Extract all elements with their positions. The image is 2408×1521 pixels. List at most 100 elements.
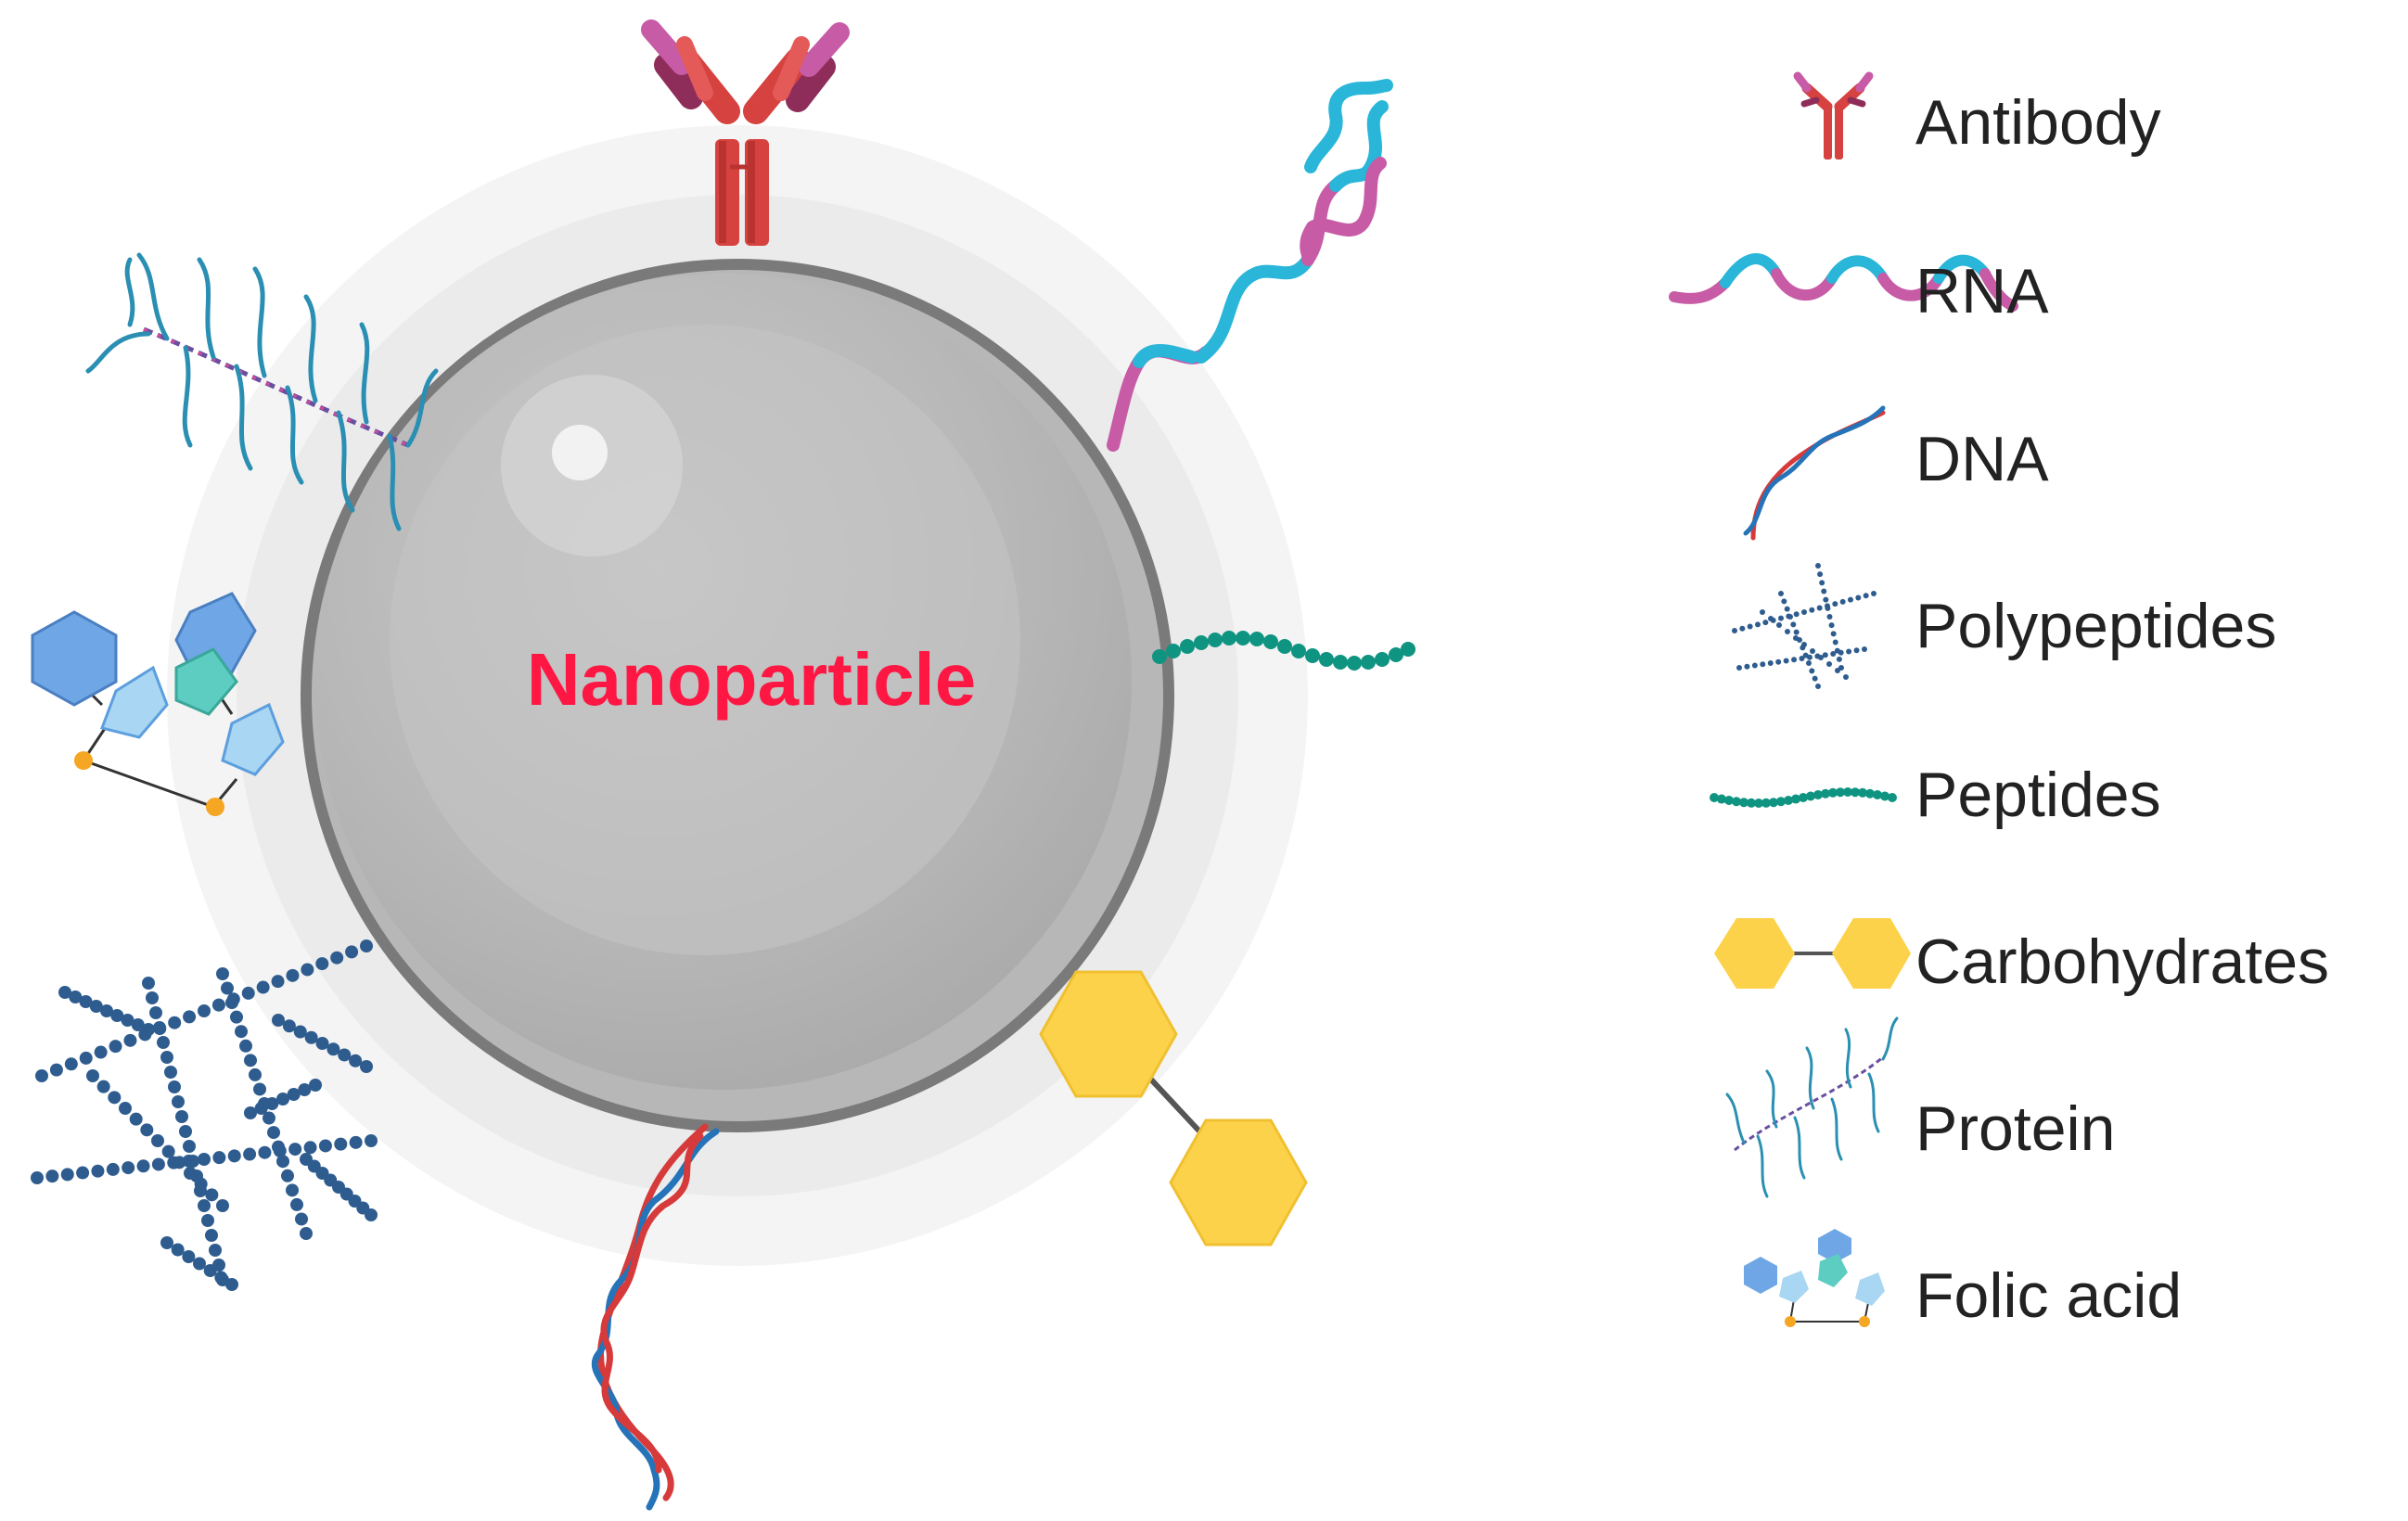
bead <box>122 1161 135 1175</box>
bead <box>168 1080 181 1093</box>
bead <box>151 1134 164 1147</box>
bead <box>1806 791 1815 801</box>
bead <box>108 1091 122 1105</box>
bead <box>225 996 238 1010</box>
bead <box>153 1021 166 1034</box>
bead <box>309 1079 322 1092</box>
bead <box>244 1054 257 1067</box>
bead <box>198 1199 211 1212</box>
bead <box>286 968 300 982</box>
polypeptides-attached <box>31 939 378 1291</box>
bead <box>1736 665 1742 671</box>
bead <box>1775 658 1782 665</box>
bead <box>157 1036 170 1049</box>
bead <box>230 1010 243 1024</box>
bead <box>281 1169 294 1182</box>
bead <box>31 1171 44 1184</box>
bead <box>360 939 373 952</box>
bead <box>1793 611 1800 618</box>
bead <box>100 1004 113 1017</box>
bead <box>186 1155 199 1168</box>
rna-icon <box>1669 253 2018 312</box>
bead <box>193 1257 206 1271</box>
bead <box>96 1080 110 1093</box>
bead <box>160 1051 173 1064</box>
bead <box>194 1177 208 1191</box>
bead <box>79 1051 93 1065</box>
bead <box>349 1054 363 1067</box>
bead <box>1818 655 1824 660</box>
bead <box>365 1134 378 1147</box>
bead <box>1843 674 1849 680</box>
protein-icon <box>1725 1016 1899 1198</box>
nanoparticle-label: Nanoparticle <box>527 638 977 721</box>
rna-attached <box>1107 79 1393 452</box>
bead <box>168 1016 182 1029</box>
bead <box>123 1033 137 1047</box>
legend-label-carbohydrates: Carbohydrates <box>1915 927 2329 997</box>
bead <box>1761 798 1771 808</box>
bead <box>258 1145 272 1159</box>
bead <box>1815 563 1821 569</box>
bead <box>45 1170 59 1183</box>
bead <box>184 1167 197 1180</box>
bead <box>241 986 255 1000</box>
bead <box>1836 787 1845 798</box>
bead <box>1799 793 1808 802</box>
bead <box>263 1111 275 1125</box>
bead <box>35 1069 48 1082</box>
bead <box>1830 631 1837 637</box>
bead <box>267 1126 280 1140</box>
bead <box>94 1045 108 1059</box>
bead <box>198 1004 211 1017</box>
bead <box>1791 794 1800 804</box>
bead <box>142 977 155 990</box>
bead <box>201 1214 214 1227</box>
carbohydrate-attached <box>1039 970 1308 1246</box>
bead <box>1822 652 1828 658</box>
bead <box>216 967 229 980</box>
bead <box>1732 797 1741 807</box>
bead <box>1724 796 1734 805</box>
bead <box>1776 622 1782 628</box>
peptide-attached <box>1152 631 1415 671</box>
bead <box>182 1250 196 1263</box>
bead <box>183 1010 197 1024</box>
bead <box>140 1123 154 1137</box>
bead <box>121 1014 134 1027</box>
legend-label-folic-acid: Folic acid <box>1915 1260 2182 1331</box>
bead <box>360 1060 373 1073</box>
antibody-icon <box>1793 71 1874 160</box>
bead <box>287 1088 301 1101</box>
bead <box>1747 623 1753 630</box>
bead <box>69 991 83 1003</box>
bead <box>1785 629 1790 634</box>
bead <box>235 1025 248 1039</box>
bead <box>198 1153 211 1166</box>
nanoparticle: Nanoparticle <box>167 125 1308 1266</box>
bead <box>214 1271 228 1285</box>
bead <box>315 1037 329 1050</box>
bead <box>1855 594 1862 601</box>
bead <box>1871 591 1876 596</box>
bead <box>64 1057 78 1071</box>
legend-label-rna: RNA <box>1915 256 2049 326</box>
bead <box>1778 615 1784 621</box>
bead <box>172 1095 185 1108</box>
bead <box>244 1106 257 1119</box>
dna-attached <box>591 1123 720 1511</box>
bead <box>1826 614 1833 620</box>
bead <box>1839 598 1846 605</box>
bead <box>146 991 159 1004</box>
bead <box>1791 657 1798 663</box>
bead <box>1863 593 1869 599</box>
bead <box>212 1151 226 1165</box>
bead <box>276 1155 289 1169</box>
bead <box>1836 656 1842 662</box>
bead <box>1810 648 1815 654</box>
bead <box>1834 647 1840 654</box>
bead <box>1762 620 1769 626</box>
bead <box>265 1097 279 1110</box>
bead <box>1744 663 1750 670</box>
